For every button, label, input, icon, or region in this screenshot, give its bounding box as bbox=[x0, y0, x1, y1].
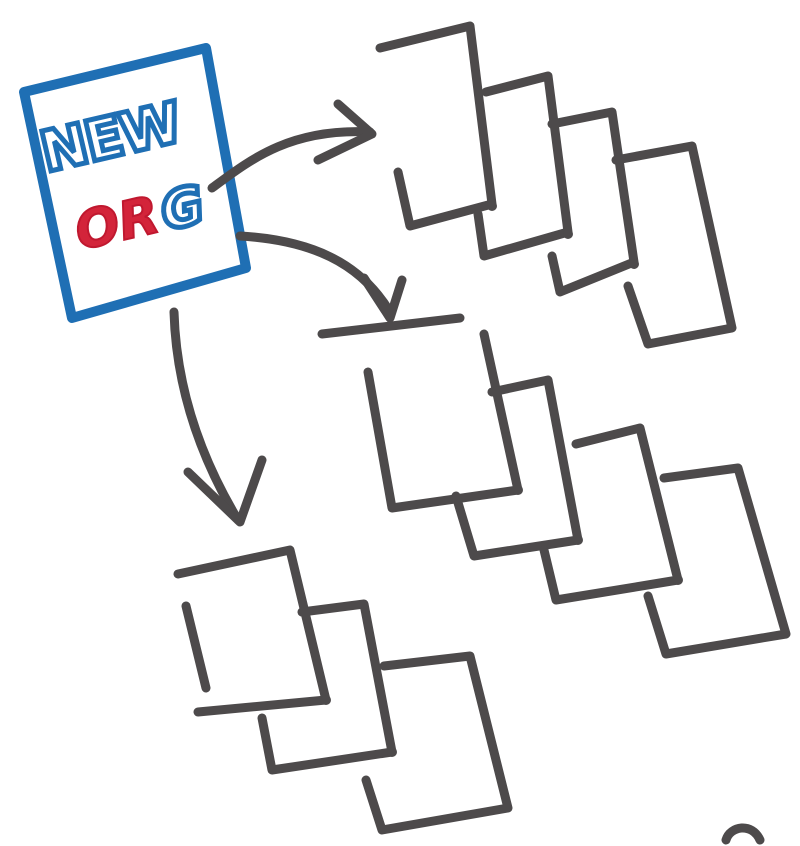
joint bbox=[629, 259, 639, 269]
joint bbox=[387, 747, 397, 757]
joint bbox=[513, 485, 523, 495]
cascade-card bbox=[368, 334, 518, 508]
arrow-to-top-right-cascade bbox=[212, 104, 372, 188]
cascade-card bbox=[380, 26, 492, 226]
joint bbox=[673, 575, 683, 585]
joint bbox=[573, 535, 583, 545]
bottom-left-cascade bbox=[178, 550, 508, 830]
arrow-shaft bbox=[240, 236, 390, 312]
joint bbox=[487, 201, 497, 211]
cascade-card bbox=[178, 550, 326, 712]
joint bbox=[321, 695, 331, 705]
arrow-to-bottom-left-cascade bbox=[174, 312, 262, 522]
top-right-cascade bbox=[380, 26, 732, 344]
joint bbox=[563, 229, 573, 239]
arrow-shaft bbox=[212, 132, 370, 188]
arrow-to-middle-cascade bbox=[240, 236, 402, 318]
middle-cascade bbox=[322, 318, 786, 654]
stray-mark bbox=[726, 828, 760, 840]
